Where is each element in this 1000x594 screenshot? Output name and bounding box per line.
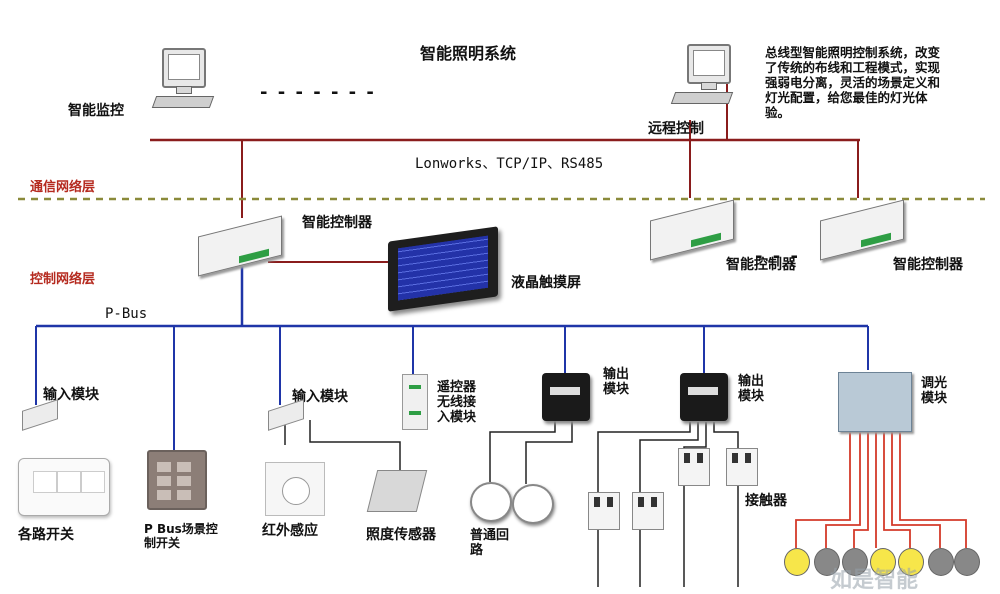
- out2-wire-d: [713, 422, 739, 587]
- contactor-4-icon: [726, 448, 758, 486]
- dim-wire-1: [795, 430, 851, 548]
- monitor-label: 智能监控: [68, 103, 124, 119]
- main-controller-label: 智能控制器: [302, 215, 372, 231]
- dim-wire-7: [899, 430, 967, 548]
- pir-sensor-icon: [265, 462, 325, 516]
- out1-wire-a: [489, 420, 556, 482]
- bulb-6-icon: [928, 548, 954, 576]
- input-module-1-label: 输入模块: [43, 387, 99, 403]
- bulb-2-icon: [814, 548, 840, 576]
- remote-control-label: 远程控制: [648, 121, 704, 137]
- lux-wire: [309, 420, 401, 470]
- lux-sensor-label: 照度传感器: [366, 527, 436, 543]
- bulb-4-icon: [870, 548, 896, 576]
- dim-wire-2: [825, 430, 861, 548]
- out1-wire-b: [525, 420, 573, 484]
- controller-3-label: 智能控制器: [893, 257, 963, 273]
- contactor-2-icon: [632, 492, 664, 530]
- switches-label: 各路开关: [18, 527, 74, 543]
- contactor-label: 接触器: [745, 493, 787, 509]
- scene-switch-label: P Bus场景控制开关: [144, 522, 218, 550]
- input-module-2-label: 输入模块: [292, 389, 348, 405]
- output-module-1-label: 输出模块: [603, 367, 630, 397]
- multi-switch-icon: [18, 458, 110, 516]
- diagram-title: 智能照明系统: [420, 44, 517, 63]
- dim-wire-3: [853, 430, 869, 548]
- downlight-1-icon: [470, 482, 512, 522]
- bulb-7-icon: [954, 548, 980, 576]
- control-layer-label: 控制网络层: [30, 272, 96, 287]
- contactor-1-icon: [588, 492, 620, 530]
- dashes-controllers: - - -: [755, 246, 800, 267]
- watermark: 如是智能: [830, 568, 919, 593]
- normal-circuit-label: 普通回路: [470, 528, 510, 558]
- wireless-receiver-icon: [402, 374, 428, 430]
- output-module-2-label: 输出模块: [738, 374, 765, 404]
- bulb-1-icon: [784, 548, 810, 576]
- lcd-label: 液晶触摸屏: [511, 275, 581, 291]
- bulb-5-icon: [898, 548, 924, 576]
- dim-wire-6: [891, 430, 941, 548]
- monitor-computer-icon: [150, 48, 220, 118]
- downlight-2-icon: [512, 484, 554, 524]
- dimmer-module-icon: [838, 372, 912, 432]
- bulb-3-icon: [842, 548, 868, 576]
- pbus-label: P-Bus: [105, 306, 148, 322]
- output-module-2-icon: [680, 373, 728, 421]
- dimmer-module-label: 调光模块: [921, 376, 948, 406]
- remote-computer-icon: [665, 44, 735, 114]
- lux-sensor-icon: [366, 470, 428, 512]
- comm-layer-label: 通信网络层: [30, 180, 96, 195]
- dim-wire-5: [883, 430, 911, 548]
- out2-wire-c: [683, 422, 707, 587]
- scene-switch-icon: [147, 450, 207, 510]
- output-module-1-icon: [542, 373, 590, 421]
- controller-2-label: 智能控制器: [726, 257, 796, 273]
- pir-label: 红外感应: [262, 523, 318, 539]
- remote-module-label: 遥控器无线接入模块: [437, 380, 477, 425]
- protocol-label: Lonworks、TCP/IP、RS485: [415, 156, 604, 172]
- contactor-3-icon: [678, 448, 710, 486]
- dashes-top: - - - - - - -: [260, 82, 376, 103]
- system-description: 总线型智能照明控制系统，改变了传统的布线和工程模式，实现强弱电分离，灵活的场景定…: [765, 45, 941, 120]
